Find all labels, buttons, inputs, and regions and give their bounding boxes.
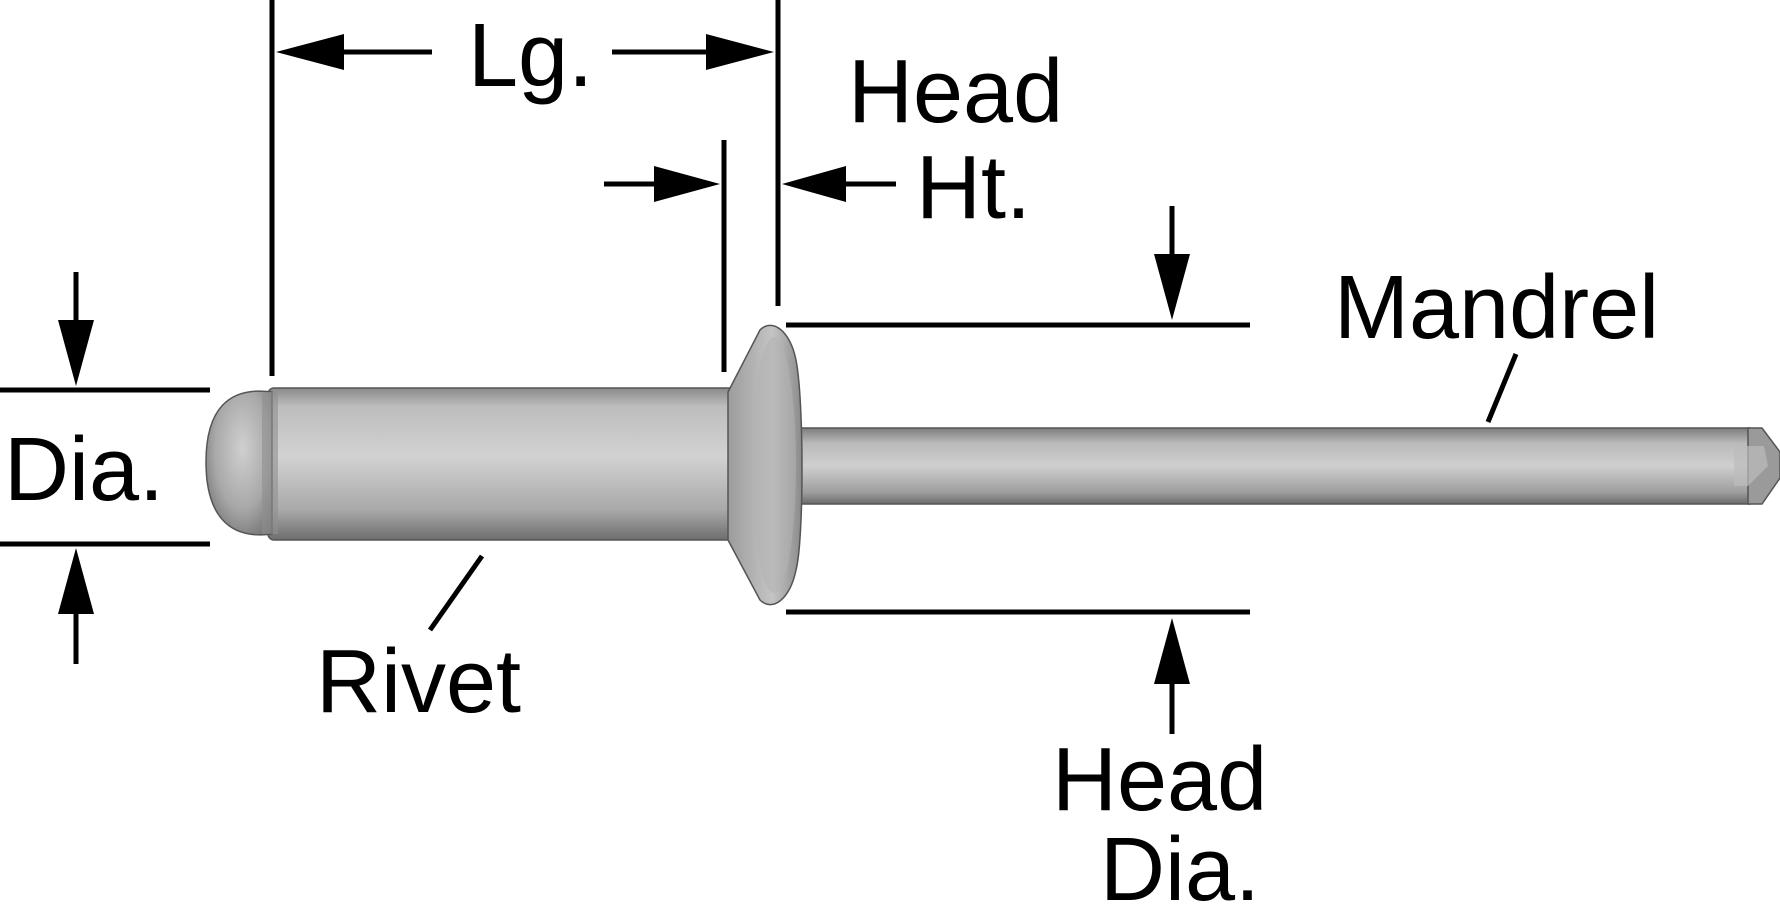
- arrow-up-icon: [1154, 618, 1190, 684]
- head-height-label-line2: Ht.: [916, 138, 1031, 238]
- diameter-label: Dia.: [4, 420, 164, 520]
- arrow-left-icon: [276, 34, 344, 70]
- rivet-callout: Rivet: [316, 554, 521, 732]
- rivet-dome-end: [205, 390, 273, 536]
- head-height-label-line1: Head: [848, 42, 1063, 142]
- head-diameter-label-line1: Head: [1052, 730, 1267, 830]
- mandrel-label: Mandrel: [1334, 258, 1659, 358]
- head-height-dimension: Head Ht.: [604, 42, 1063, 372]
- arrow-left-icon: [782, 166, 846, 202]
- rivet-illustration: [205, 324, 1780, 606]
- mandrel-shaft: [759, 427, 1751, 505]
- mandrel-callout: Mandrel: [1334, 258, 1659, 423]
- arrow-down-icon: [58, 320, 94, 386]
- head-diameter-dimension: Head Dia.: [786, 206, 1267, 910]
- rivet-label: Rivet: [316, 632, 521, 732]
- arrow-down-icon: [1154, 254, 1190, 320]
- arrow-right-icon: [706, 34, 774, 70]
- length-dimension: Lg.: [269, 0, 781, 376]
- arrow-up-icon: [58, 548, 94, 614]
- head-diameter-label-line2: Dia.: [1100, 820, 1260, 910]
- diameter-dimension: Dia.: [0, 272, 210, 664]
- arrow-right-icon: [654, 166, 720, 202]
- rivet-body: [267, 387, 739, 541]
- length-label: Lg.: [468, 6, 593, 106]
